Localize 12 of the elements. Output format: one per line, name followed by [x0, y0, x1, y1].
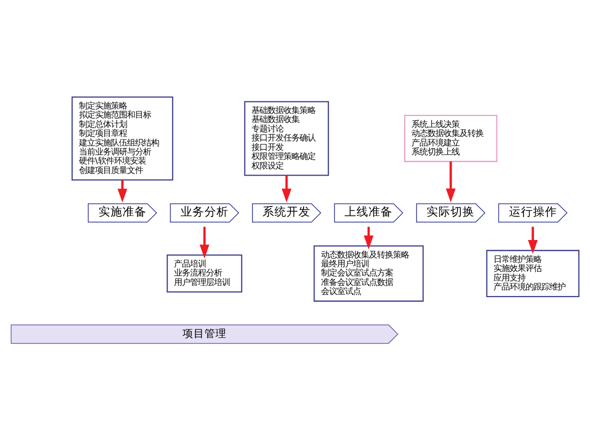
arrow	[200, 226, 210, 258]
arrow	[118, 180, 128, 203]
node-box: 产品培训 业务流程分析 用户管理层培训	[166, 254, 242, 292]
arrow	[528, 226, 538, 254]
arrow	[446, 162, 456, 202]
node-box: 基础数据收集策略 基础数据收集 专题讨论 接口开发任务确认 接口开发 权限管理策略确定 权限设定	[244, 101, 329, 176]
node-box: 日常维护策略 实施效果评估 应用支持 产品环境的跟踪维护	[486, 250, 580, 298]
arrow	[282, 176, 292, 202]
arrow	[364, 226, 374, 250]
node-box: 制定实施策略 拟定实施范围和目标 制定总体计划 制定项目章程 建立实施队伍组织结构 当前业务调研与分析 硬件\软件环境安装 创建项目质量文件	[72, 96, 174, 180]
node-box: 动态数据收集及转换策略 最终用户培训 制定会议室试点方案 准备会议室试点数据 会议室试点	[314, 245, 424, 302]
node-box: 系统上线决策 动态数据收集及转换 产品环境建立 系统切换上线	[404, 114, 498, 162]
